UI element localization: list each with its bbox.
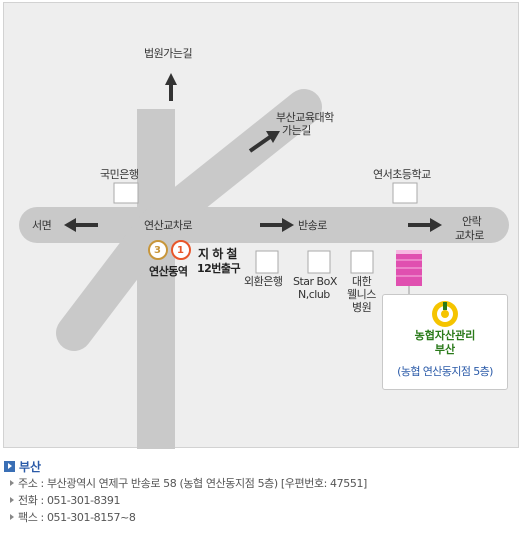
arrow-ne-icon [248, 131, 280, 153]
court-direction-label: 법원가는길 [144, 47, 193, 60]
map-roads [19, 73, 509, 449]
bansongro-label: 반송로 [298, 219, 327, 232]
fax-text: 팩스 : 051-301-8157~8 [18, 510, 136, 524]
kexim-label: 외환은행 [244, 275, 283, 288]
phone-text: 전화 : 051-301-8391 [18, 493, 121, 507]
office-city-title: 부산 [19, 459, 42, 474]
bullet-arrow-icon [10, 479, 14, 486]
fax-row: 팩스 : 051-301-8157~8 [10, 508, 520, 525]
kookmin-label: 국민은행 [100, 168, 139, 181]
yeonsan-intersection-label: 연산교차로 [144, 219, 193, 232]
exit-label: 12번출구 [197, 262, 241, 275]
diagonal-road-upper [138, 89, 322, 243]
nonghyup-logo-icon [432, 301, 458, 327]
callout-address: (농협 연산동지점 5층) [397, 365, 493, 378]
anrak-label-line1: 안락 [462, 215, 482, 228]
nonghyup-building-icon [396, 250, 422, 286]
yeonsan-station-label: 연산동역 [149, 265, 188, 278]
kexim-building-icon [255, 250, 279, 274]
univ-direction-label-line1: 부산교육대학 [276, 111, 334, 124]
starbox-label-line2: N,club [298, 288, 330, 301]
diagonal-road-lower [56, 207, 174, 351]
phone-row: 전화 : 051-301-8391 [10, 491, 520, 508]
hospital-label-line3: 병원 [352, 301, 372, 314]
callout-company-name: 농협자산관리 [414, 329, 476, 342]
arrow-up-icon [165, 73, 177, 101]
heading-bullet-icon [4, 460, 15, 472]
seomyeon-label: 서면 [32, 219, 52, 232]
bullet-arrow-icon [10, 513, 14, 520]
office-info-heading: 부산 [4, 458, 520, 474]
elementary-label: 연서초등학교 [373, 168, 431, 181]
anrak-label-line2: 교차로 [455, 229, 484, 242]
callout-city: 부산 [434, 343, 456, 356]
kookmin-building-icon [113, 182, 139, 204]
map-frame: 법원가는길 부산교육대학 가는길 국민은행 연서초등학교 서면 연산교차로 반송… [3, 2, 519, 449]
univ-direction-label-line2: 가는길 [282, 124, 311, 137]
bullet-arrow-icon [10, 496, 14, 503]
line1-icon [171, 240, 191, 260]
office-info: 부산 주소 : 부산광역시 연제구 반송로 58 (농협 연산동지점 5층) [… [4, 458, 520, 525]
elementary-building-icon [392, 182, 418, 204]
line3-number: 3 [154, 245, 161, 256]
subway-label: 지 하 철 [198, 247, 237, 261]
address-row: 주소 : 부산광역시 연제구 반송로 58 (농협 연산동지점 5층) [우편번… [10, 474, 520, 491]
line3-icon [148, 240, 168, 260]
vertical-road [137, 109, 175, 449]
arrow-right-icon-center [260, 218, 294, 232]
starbox-building-icon [307, 250, 331, 274]
hospital-building-icon [350, 250, 374, 274]
arrow-left-icon [64, 218, 98, 232]
hospital-label-line1: 대한 [352, 275, 372, 288]
arrow-right-icon-east [408, 218, 442, 232]
starbox-label-line1: Star BoX [293, 275, 337, 288]
line1-number: 1 [177, 245, 184, 256]
hospital-label-line2: 웰니스 [347, 288, 376, 301]
address-text: 주소 : 부산광역시 연제구 반송로 58 (농협 연산동지점 5층) [우편번… [18, 476, 367, 490]
office-callout: 농협자산관리 부산 (농협 연산동지점 5층) [382, 294, 508, 390]
